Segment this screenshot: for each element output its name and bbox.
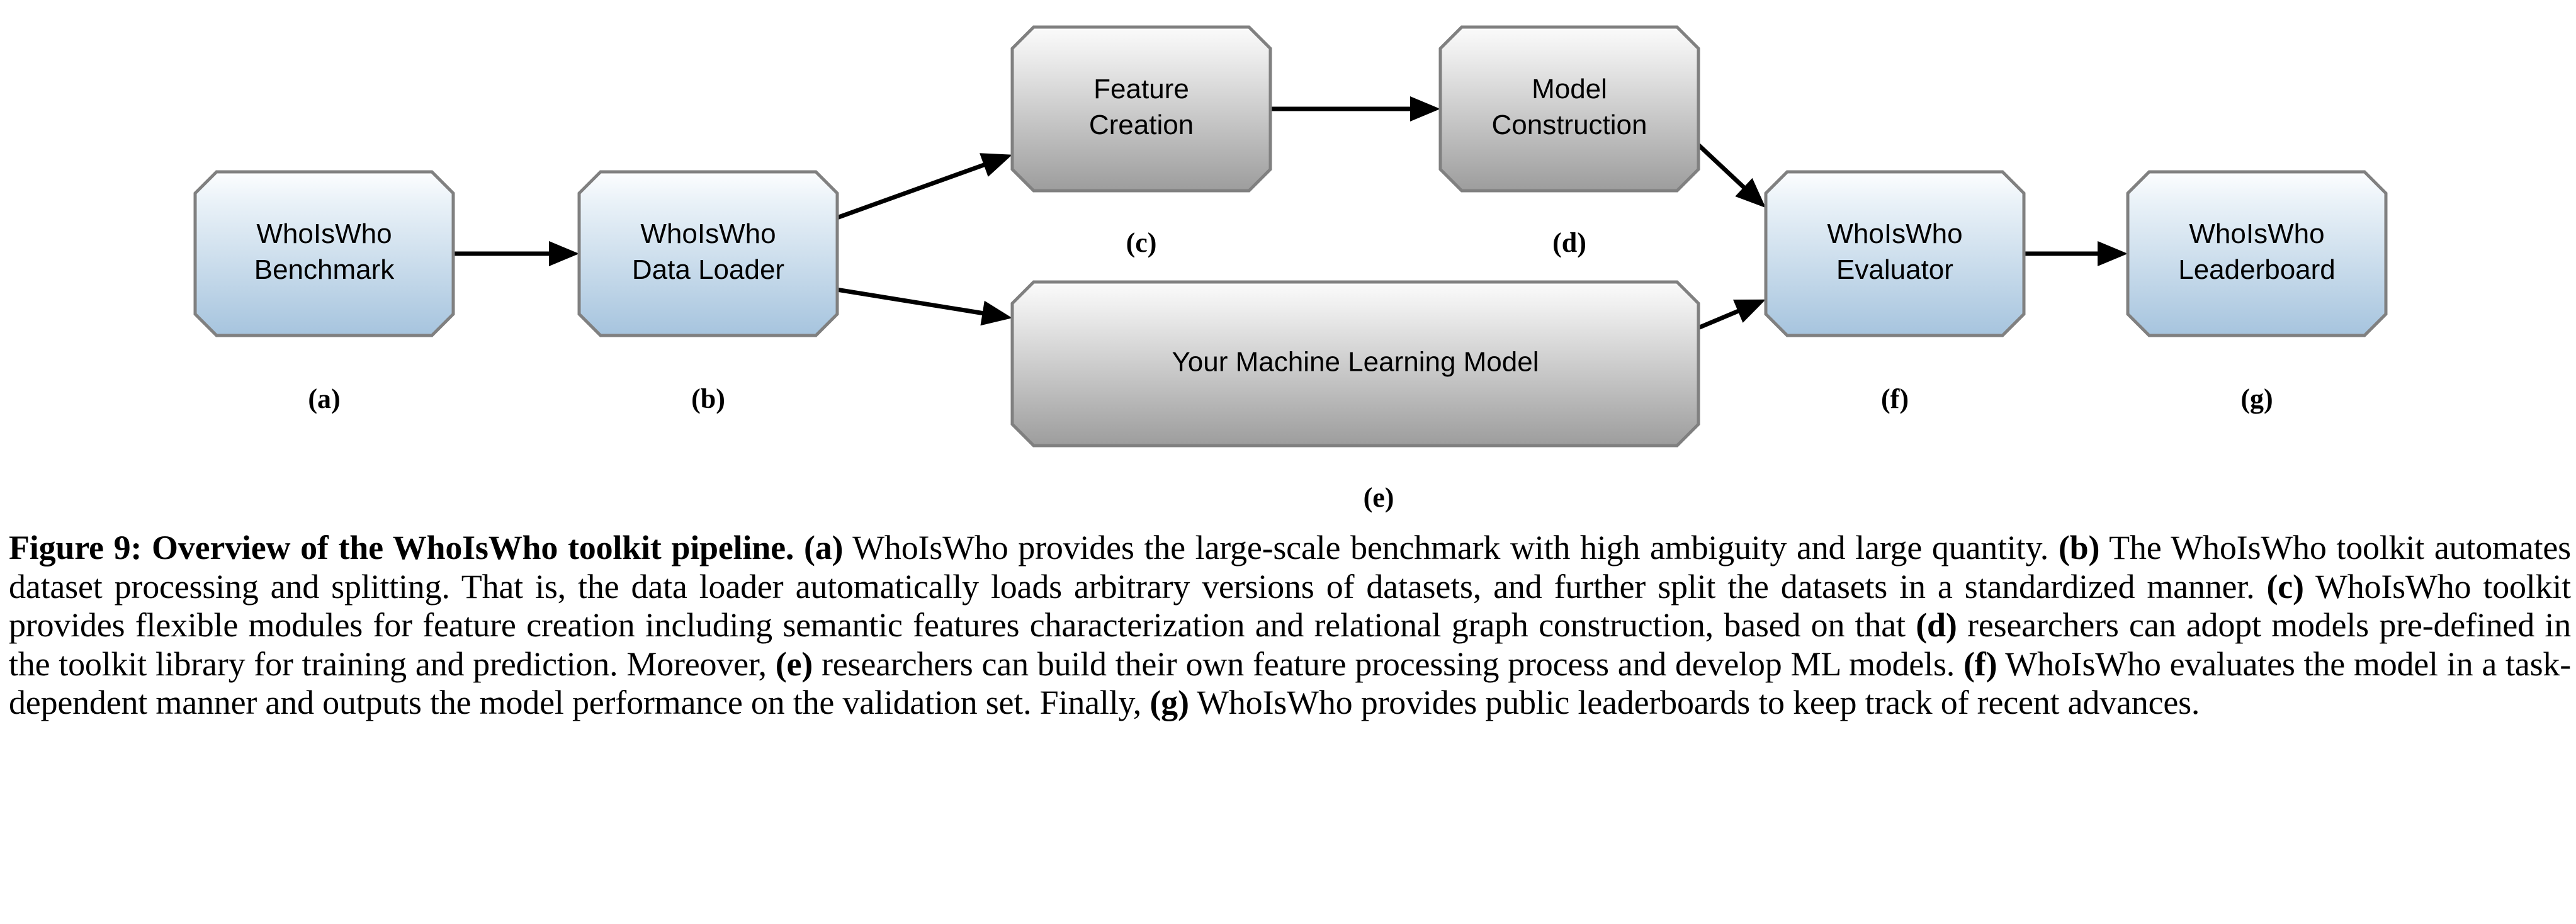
caption-text-segment: WhoIsWho toolkit provides flexible modul… bbox=[9, 567, 2571, 645]
node-sublabel-whoiswho-data-loader: (b) bbox=[691, 383, 725, 414]
edge-model-construction-to-evaluator-line bbox=[1697, 143, 1748, 192]
node-box-model-construction bbox=[1438, 25, 1700, 193]
node-sublabel-whoiswho-benchmark: (a) bbox=[308, 383, 340, 414]
node-label-model-construction: Model bbox=[1532, 74, 1607, 104]
node-label-whoiswho-leaderboard: Leaderboard bbox=[2178, 254, 2336, 285]
edge-model-construction-to-evaluator-arrowhead bbox=[1735, 177, 1766, 208]
node-box-whoiswho-benchmark bbox=[193, 170, 455, 337]
edge-data-loader-to-feature-creation-arrowhead bbox=[980, 153, 1012, 177]
caption-text-segment: WhoIsWho provides the large-scale benchm… bbox=[843, 529, 2059, 566]
edge-benchmark-to-data-loader bbox=[453, 241, 579, 266]
edge-feature-creation-to-model-construction bbox=[1270, 96, 1440, 121]
caption-bold-segment: (a) bbox=[803, 529, 844, 566]
node-label-whoiswho-data-loader: WhoIsWho bbox=[640, 218, 776, 249]
caption-bold-segment: Overview of the WhoIsWho toolkit pipelin… bbox=[151, 529, 794, 566]
caption-bold-segment: Figure 9: bbox=[9, 529, 142, 566]
node-label-whoiswho-evaluator: WhoIsWho bbox=[1827, 218, 1962, 249]
node-label-whoiswho-data-loader: Data Loader bbox=[632, 254, 784, 285]
edge-data-loader-to-your-ml-model-line bbox=[837, 287, 987, 316]
caption-bold-segment: (g) bbox=[1150, 684, 1189, 721]
node-box-whoiswho-leaderboard bbox=[2126, 170, 2388, 337]
edges-layer bbox=[453, 96, 2128, 330]
node-sublabel-whoiswho-leaderboard: (g) bbox=[2240, 383, 2273, 414]
edge-your-ml-model-to-evaluator-line bbox=[1697, 307, 1743, 330]
caption-text-segment: The WhoIsWho toolkit automates dataset p… bbox=[9, 529, 2571, 606]
node-box-whoiswho-evaluator bbox=[1764, 170, 2026, 337]
edge-model-construction-to-evaluator bbox=[1697, 143, 1766, 208]
edge-benchmark-to-data-loader-arrowhead bbox=[549, 241, 579, 266]
caption-text-segment bbox=[794, 529, 804, 566]
edge-evaluator-to-leaderboard-arrowhead bbox=[2098, 241, 2128, 266]
node-sublabel-your-machine-learning-model: (e) bbox=[1364, 482, 1394, 513]
caption-bold-segment: (e) bbox=[775, 645, 813, 683]
caption-bold-segment: (c) bbox=[2266, 567, 2304, 606]
node-your-machine-learning-model: Your Machine Learning Model bbox=[1010, 280, 1700, 448]
edge-feature-creation-to-model-construction-arrowhead bbox=[1410, 96, 1440, 121]
node-sublabel-feature-creation: (c) bbox=[1126, 227, 1157, 258]
caption-text-segment: researchers can build their own feature … bbox=[813, 645, 1963, 683]
caption-text-segment: researchers can adopt models pre-defined… bbox=[9, 606, 2571, 683]
node-label-feature-creation: Feature bbox=[1093, 74, 1189, 104]
node-box-feature-creation bbox=[1010, 25, 1272, 193]
caption-bold-segment: (f) bbox=[1963, 645, 1997, 683]
node-label-whoiswho-evaluator: Evaluator bbox=[1836, 254, 1953, 285]
node-label-feature-creation: Creation bbox=[1089, 110, 1194, 140]
node-label-model-construction: Construction bbox=[1491, 110, 1647, 140]
node-sublabel-whoiswho-evaluator: (f) bbox=[1881, 383, 1909, 414]
edge-data-loader-to-your-ml-model bbox=[837, 287, 1012, 326]
node-label-your-machine-learning-model: Your Machine Learning Model bbox=[1172, 347, 1539, 378]
edge-data-loader-to-feature-creation-line bbox=[836, 161, 988, 220]
node-label-whoiswho-benchmark: Benchmark bbox=[254, 254, 395, 285]
node-box-whoiswho-data-loader bbox=[577, 170, 839, 337]
edge-your-ml-model-to-evaluator-arrowhead bbox=[1733, 299, 1766, 323]
node-label-whoiswho-benchmark: WhoIsWho bbox=[256, 218, 392, 249]
edge-data-loader-to-your-ml-model-arrowhead bbox=[980, 300, 1012, 326]
caption-bold-segment: (b) bbox=[2058, 529, 2100, 566]
edge-data-loader-to-feature-creation bbox=[836, 153, 1012, 220]
node-label-whoiswho-leaderboard: WhoIsWho bbox=[2189, 218, 2324, 249]
caption-text-segment: WhoIsWho evaluates the model in a task-d… bbox=[9, 645, 2571, 722]
caption-text-segment bbox=[142, 529, 152, 566]
caption-bold-segment: (d) bbox=[1916, 606, 1957, 644]
node-box-your-machine-learning-model bbox=[1010, 280, 1700, 448]
node-sublabel-model-construction: (d) bbox=[1552, 227, 1586, 258]
edge-your-ml-model-to-evaluator bbox=[1697, 299, 1766, 330]
caption-text-segment: WhoIsWho provides public leaderboards to… bbox=[1189, 684, 2200, 721]
figure-caption: Figure 9: Overview of the WhoIsWho toolk… bbox=[9, 529, 2571, 723]
sublabels-layer: (a) (b) (c) (d) (e) (f) (g) bbox=[308, 227, 2273, 513]
edge-evaluator-to-leaderboard bbox=[2024, 241, 2128, 266]
